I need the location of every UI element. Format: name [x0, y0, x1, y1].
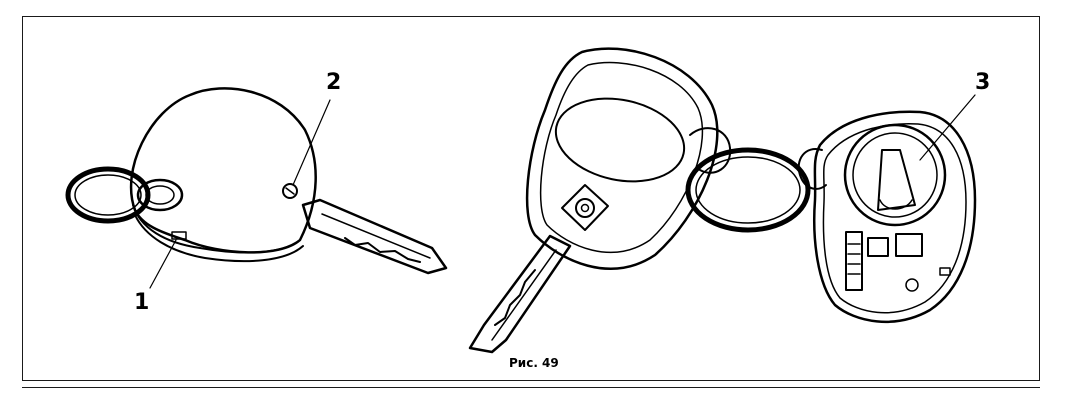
key-ring-center [685, 147, 811, 233]
chip-right [895, 233, 923, 257]
callout-leader-3 [919, 94, 976, 161]
callout-2: 2 [326, 70, 342, 95]
chip-left [845, 231, 863, 291]
led-left [171, 231, 187, 240]
key-ring-left [65, 166, 151, 224]
bottom-rule [22, 387, 1040, 388]
shell-outer [525, 47, 719, 270]
fob-body-left [129, 87, 317, 254]
key-blade-center [468, 234, 572, 354]
key-blade-left [301, 198, 448, 275]
callout-leader-1 [149, 239, 177, 289]
callout-leader-2 [292, 99, 331, 186]
callout-1: 1 [134, 290, 150, 315]
circuit-half [797, 94, 977, 323]
figure-caption: Рис. 49 [509, 356, 559, 370]
screw-left [282, 183, 298, 199]
battery [843, 123, 947, 227]
assembled-key [65, 87, 448, 289]
figure-frame [22, 16, 1040, 381]
callout-3: 3 [975, 70, 991, 95]
open-key-shell [468, 47, 732, 354]
circuit-shell [813, 110, 977, 323]
